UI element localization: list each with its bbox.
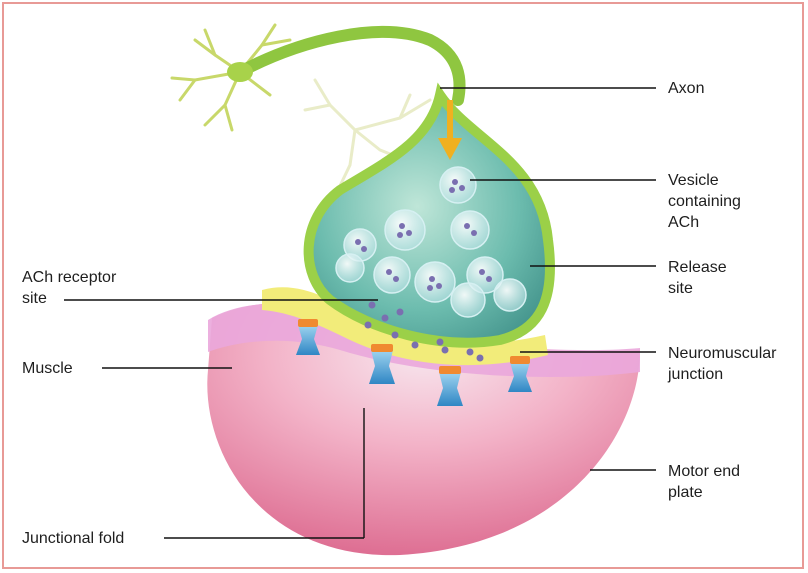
- label-vesicle: Vesicle containing ACh: [668, 170, 741, 233]
- label-release-site: Release site: [668, 257, 727, 299]
- label-ach-receptor-site: ACh receptor site: [22, 267, 116, 309]
- neuron-soma: [227, 62, 253, 82]
- label-axon: Axon: [668, 78, 704, 99]
- label-muscle: Muscle: [22, 358, 73, 379]
- label-motor-end-plate: Motor end plate: [668, 461, 740, 503]
- label-junctional-fold: Junctional fold: [22, 528, 124, 549]
- label-neuromuscular-junction: Neuromuscular junction: [668, 343, 776, 385]
